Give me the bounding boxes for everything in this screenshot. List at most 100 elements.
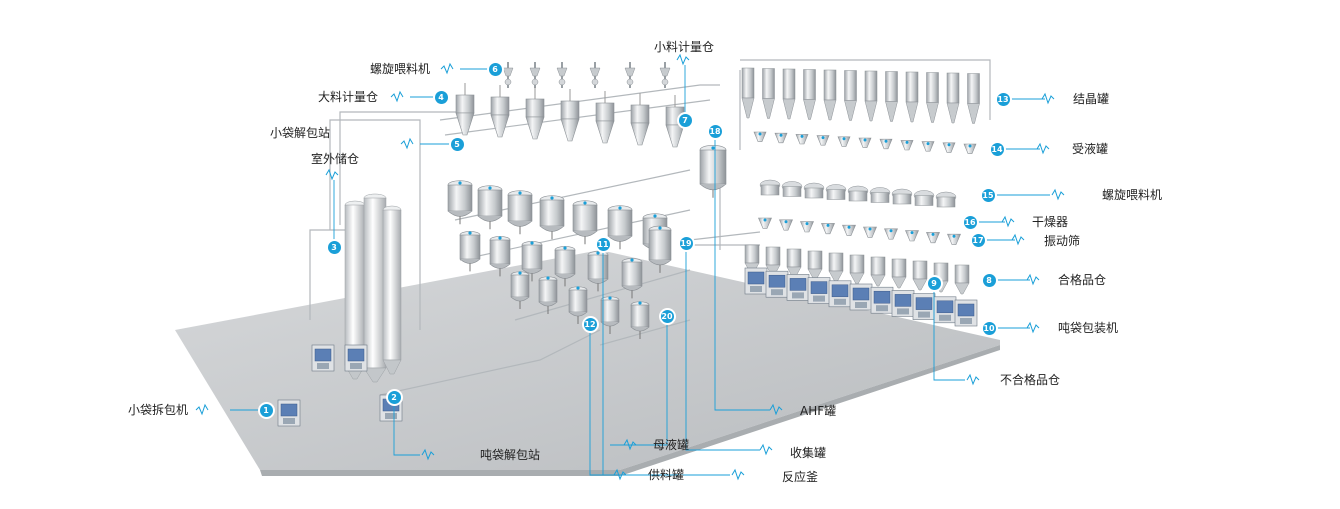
callout-label-9: 不合格品仓 <box>1000 373 1061 387</box>
callout-label-11: 反应釜 <box>782 470 819 484</box>
dryer-unit <box>759 179 781 196</box>
dryer-unit <box>891 188 913 205</box>
reactor-vessel <box>572 200 598 245</box>
screw-feeder <box>556 62 568 88</box>
dryer-unit <box>803 182 825 199</box>
callout-squiggle-icon <box>1026 273 1040 286</box>
callout-badge-7: 7 <box>678 113 692 127</box>
receiving-tank <box>837 136 851 147</box>
screw-feeder <box>502 62 514 88</box>
mother-liquor-tank <box>510 271 530 309</box>
screw-feeder <box>624 62 636 88</box>
dryer-unit <box>847 185 869 202</box>
receiving-tank <box>900 140 914 151</box>
product-bin <box>954 264 970 295</box>
vibrating-screen <box>863 226 877 238</box>
callout-label-16: 干燥器 <box>1032 215 1069 229</box>
callout-label-17: 振动筛 <box>1044 234 1081 248</box>
reactor-vessel <box>447 180 473 225</box>
callout-badge-1: 1 <box>259 403 273 417</box>
reactor-vessel <box>539 195 565 240</box>
pipe-segment <box>379 329 601 396</box>
callout-label-20: 母液罐 <box>653 438 690 452</box>
metering-hopper <box>525 87 545 140</box>
callout-squiggle-icon <box>1041 92 1055 105</box>
pipe-segment <box>339 111 470 225</box>
bulk-bag-packer <box>870 286 894 314</box>
callout-badge-19: 19 <box>679 236 693 250</box>
product-bin <box>807 250 823 281</box>
crystallizer-tank <box>782 68 796 120</box>
bulk-bag-station-frame <box>344 344 368 372</box>
callout-badge-15: 15 <box>981 188 995 202</box>
vibrating-screen <box>800 221 814 233</box>
callout-badge-6: 6 <box>488 62 502 76</box>
metering-hopper <box>490 85 510 138</box>
callout-leader-11 <box>602 244 730 476</box>
product-bin <box>786 248 802 279</box>
mother-liquor-tank <box>538 276 558 314</box>
supply-tank <box>621 258 643 299</box>
metering-hopper <box>560 89 580 142</box>
callout-badge-17: 17 <box>971 233 985 247</box>
product-bin <box>912 260 928 291</box>
crystallizer-tank <box>967 73 980 124</box>
vibrating-screen <box>905 230 919 242</box>
callout-badge-8: 8 <box>982 273 996 287</box>
callout-badge-4: 4 <box>434 90 448 104</box>
bulk-bag-packer <box>849 283 873 311</box>
callout-badge-11: 11 <box>596 237 610 251</box>
receiving-tank <box>858 137 872 148</box>
callout-label-3: 室外储仓 <box>311 152 360 166</box>
dryer-unit <box>913 190 935 206</box>
bulk-bag-packer <box>891 290 915 317</box>
callout-squiggle-icon <box>390 90 404 103</box>
receiving-tank <box>879 138 893 150</box>
mother-liquor-tank <box>568 286 588 324</box>
callout-label-15: 螺旋喂料机 <box>1102 188 1163 202</box>
pipe-segment <box>740 59 991 120</box>
callout-badge-2: 2 <box>387 390 401 404</box>
collection-tank <box>648 225 672 273</box>
product-bin <box>870 256 886 287</box>
callout-leader-18 <box>714 131 770 411</box>
mother-liquor-tank <box>600 296 620 334</box>
receiving-tank <box>816 135 830 146</box>
product-bin <box>849 254 865 285</box>
bulk-bag-packer <box>807 277 831 304</box>
dryer-unit <box>935 191 957 208</box>
receiving-tank <box>795 134 809 145</box>
crystallizer-tank <box>905 71 919 123</box>
bulk-bag-packer <box>912 293 936 320</box>
callout-badge-5: 5 <box>450 137 464 151</box>
callout-leader-9 <box>933 283 965 381</box>
callout-badge-16: 16 <box>963 215 977 229</box>
crystallizer-tank <box>864 70 878 122</box>
callout-label-12: 供料罐 <box>648 468 685 482</box>
reactor-vessel <box>607 205 633 250</box>
crystallizer-tank <box>762 68 775 119</box>
crystallizer-tank <box>741 67 755 119</box>
callout-squiggle-icon <box>731 468 745 481</box>
callout-label-7: 小料计量仓 <box>654 40 715 54</box>
crystallizer-tank <box>946 72 960 124</box>
callout-badge-9: 9 <box>927 276 941 290</box>
pipe-segment <box>689 231 761 241</box>
mother-liquor-tank <box>630 301 650 339</box>
bulk-bag-packer <box>744 267 768 295</box>
crystallizer-tank <box>885 71 898 122</box>
pipe-segment <box>309 229 345 320</box>
callout-badge-20: 20 <box>660 309 674 323</box>
callout-squiggle-icon <box>440 62 454 75</box>
metering-hopper <box>455 83 475 136</box>
crystallizer-tank <box>844 70 857 121</box>
screw-feeder <box>589 62 601 88</box>
bulk-bag-packer <box>933 296 957 324</box>
callout-squiggle-icon <box>1051 188 1065 201</box>
callout-squiggle-icon <box>421 448 435 461</box>
supply-tank <box>554 246 576 287</box>
outdoor-silo <box>382 205 402 375</box>
callout-badge-14: 14 <box>990 142 1004 156</box>
product-bin <box>891 258 907 289</box>
